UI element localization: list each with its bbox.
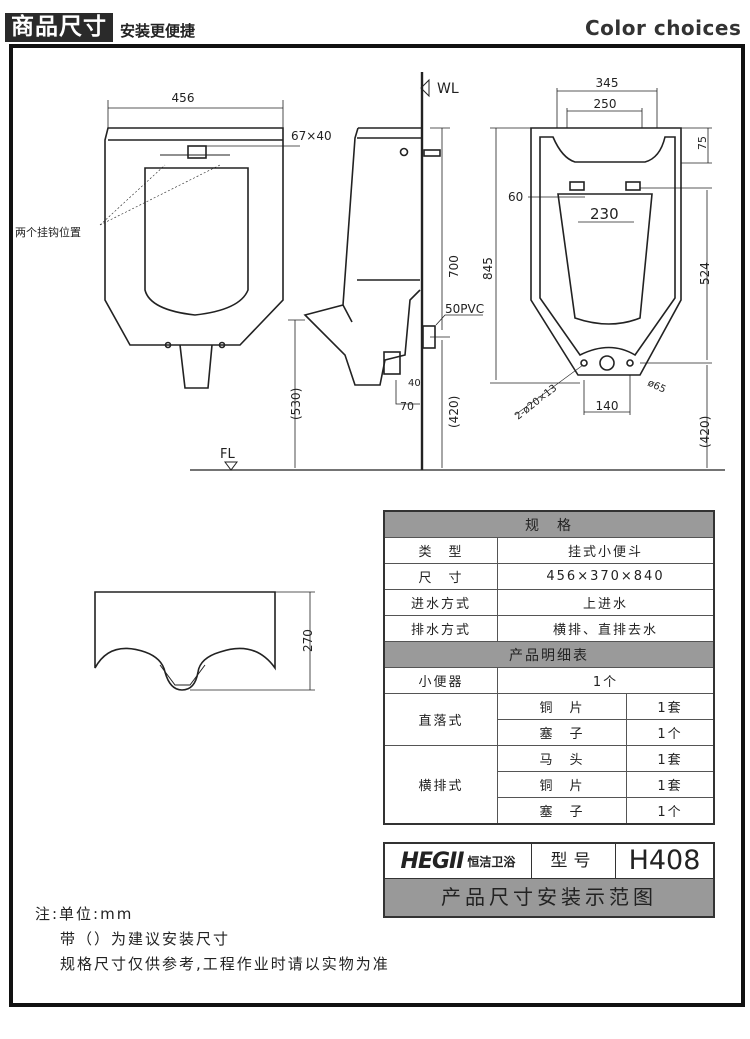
model-label: 型号 xyxy=(532,844,616,878)
notes: 注:单位:mm 带（）为建议安装尺寸 规格尺寸仅供参考,工程作业时请以实物为准 xyxy=(35,902,390,977)
front-view: 456 67×40 两个挂钩位置 (530) FL xyxy=(15,91,332,471)
dia-65-label: ø65 xyxy=(646,378,668,396)
dim-140: 140 xyxy=(596,399,619,413)
floor-label: FL xyxy=(220,447,235,462)
dim-70: 70 xyxy=(400,400,414,413)
dim-60: 60 xyxy=(508,190,523,204)
drawing-caption: 产品尺寸安装示范图 xyxy=(385,879,713,916)
brand-box: HEGII 恒洁卫浴 型号 H408 产品尺寸安装示范图 xyxy=(383,842,715,918)
back-view: 345 250 75 60 230 845 524 (420) 2-ø20×13… xyxy=(481,76,712,468)
row-value: 挂式小便斗 xyxy=(497,537,715,564)
dim-75: 75 xyxy=(696,136,709,150)
model-number: H408 xyxy=(628,845,701,876)
section-title: 商品尺寸 xyxy=(5,13,113,42)
spec-title: 规 格 xyxy=(383,510,715,538)
item-name: 铜 片 xyxy=(497,693,627,720)
item-name: 铜 片 xyxy=(497,771,627,798)
group-label: 直落式 xyxy=(383,693,498,746)
item-name: 塞 子 xyxy=(497,719,627,746)
row-value: 456×370×840 xyxy=(497,563,715,590)
dim-845: 845 xyxy=(481,257,495,280)
dim-524: 524 xyxy=(698,262,712,285)
pipe-label: 50PVC xyxy=(445,302,484,316)
note-reference: 规格尺寸仅供参考,工程作业时请以实物为准 xyxy=(60,955,390,973)
wall-label: WL xyxy=(437,81,459,97)
row-label: 排水方式 xyxy=(383,615,498,642)
dim-40: 40 xyxy=(408,378,421,389)
item-qty: 1套 xyxy=(626,771,715,798)
row-value: 1个 xyxy=(497,667,715,694)
dim-230: 230 xyxy=(590,205,619,223)
logo-text-en: HEGII xyxy=(400,848,465,874)
dim-345: 345 xyxy=(596,76,619,90)
row-value: 横排、直排去水 xyxy=(497,615,715,642)
dim-270: 270 xyxy=(301,629,315,652)
table-row: 类 型挂式小便斗 xyxy=(383,537,715,564)
section-subtitle: 安装更便捷 xyxy=(120,22,196,40)
item-qty: 1套 xyxy=(626,693,715,720)
top-view: 270 xyxy=(94,591,315,691)
item-name: 马 头 xyxy=(497,745,627,772)
brand-logo: HEGII 恒洁卫浴 xyxy=(385,844,532,878)
dim-420-back: (420) xyxy=(698,416,712,448)
table-row: 进水方式上进水 xyxy=(383,589,715,616)
item-name: 塞 子 xyxy=(497,797,627,825)
note-brackets: 带（）为建议安装尺寸 xyxy=(60,930,231,948)
dim-456: 456 xyxy=(172,91,195,105)
item-qty: 1个 xyxy=(626,719,715,746)
row-value: 上进水 xyxy=(497,589,715,616)
row-label: 小便器 xyxy=(383,667,498,694)
row-label: 尺 寸 xyxy=(383,563,498,590)
note-unit: 注:单位:mm xyxy=(35,905,134,923)
row-label: 进水方式 xyxy=(383,589,498,616)
group-label: 横排式 xyxy=(383,745,498,825)
dim-250: 250 xyxy=(594,97,617,111)
dim-700: 700 xyxy=(447,255,461,278)
dim-530: (530) xyxy=(289,388,303,420)
side-view: WL 700 50PVC 40 70 (420) xyxy=(303,78,484,468)
row-label: 类 型 xyxy=(383,537,498,564)
dim-67x40: 67×40 xyxy=(291,129,332,143)
drawing-frame xyxy=(9,44,745,1007)
hook-position-label: 两个挂钩位置 xyxy=(15,225,81,239)
holes-label: 2-ø20×13 xyxy=(513,383,559,422)
item-qty: 1个 xyxy=(626,797,715,825)
item-qty: 1套 xyxy=(626,745,715,772)
detail-title: 产品明细表 xyxy=(383,641,715,668)
table-row: 排水方式横排、直排去水 xyxy=(383,615,715,642)
color-choices-title: Color choices xyxy=(585,16,742,40)
dim-420-side: (420) xyxy=(447,396,461,428)
logo-text-cn: 恒洁卫浴 xyxy=(467,854,516,869)
